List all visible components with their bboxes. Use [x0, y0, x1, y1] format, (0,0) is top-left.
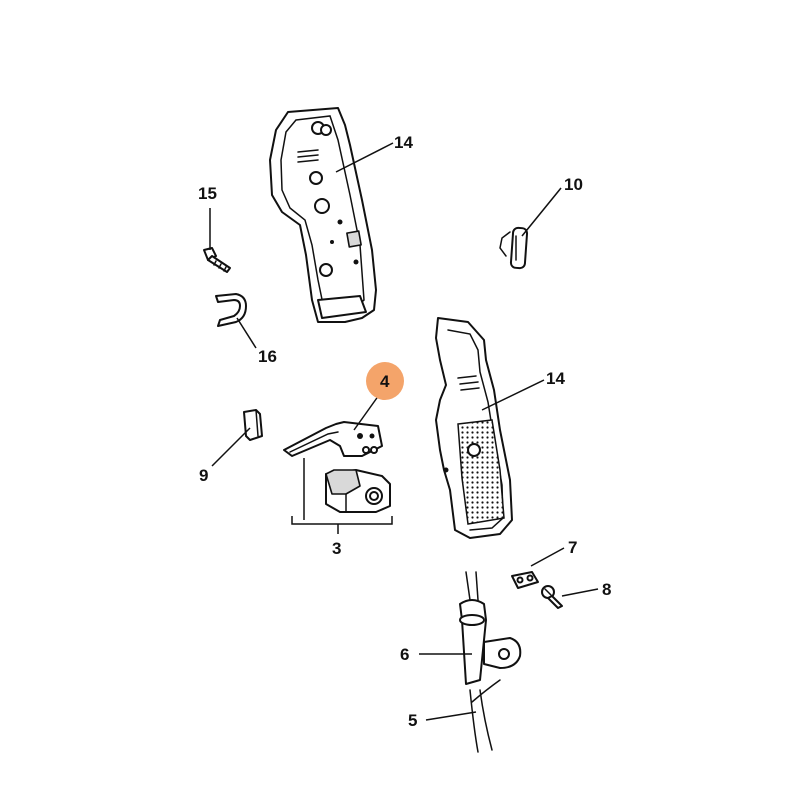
- callout-3[interactable]: 3: [332, 539, 341, 558]
- callout-15[interactable]: 15: [198, 184, 217, 203]
- callout-labels: 14 14 10 15 16 4 9 3 7 8 6 5: [198, 133, 611, 730]
- callout-9[interactable]: 9: [199, 466, 208, 485]
- callout-10[interactable]: 10: [564, 175, 583, 194]
- block-part[interactable]: [243, 409, 263, 441]
- assembly-bracket-3: [291, 458, 393, 534]
- cable-part[interactable]: [465, 571, 501, 753]
- callout-8[interactable]: 8: [602, 580, 611, 599]
- handle-shell-left-part[interactable]: [269, 107, 377, 323]
- callout-highlight-badge: [366, 362, 404, 400]
- handle-shell-right-part[interactable]: [435, 317, 513, 539]
- callout-4[interactable]: 4: [380, 372, 390, 391]
- callout-5[interactable]: 5: [408, 711, 417, 730]
- screw-part[interactable]: [203, 247, 231, 273]
- leader-lines: [209, 142, 599, 721]
- cable-plate-part[interactable]: [511, 571, 539, 589]
- callout-14-middle[interactable]: 14: [546, 369, 565, 388]
- trigger-lever-part[interactable]: [283, 421, 383, 457]
- plate-screw-part[interactable]: [541, 585, 563, 609]
- cable-sleeve-part[interactable]: [459, 599, 522, 685]
- spring-clip-part[interactable]: [215, 293, 247, 327]
- callout-16[interactable]: 16: [258, 347, 277, 366]
- clip-part[interactable]: [499, 226, 529, 270]
- callout-7[interactable]: 7: [568, 538, 577, 557]
- switch-unit-part[interactable]: [325, 469, 391, 513]
- callout-14-upper[interactable]: 14: [394, 133, 413, 152]
- callout-6[interactable]: 6: [400, 645, 409, 664]
